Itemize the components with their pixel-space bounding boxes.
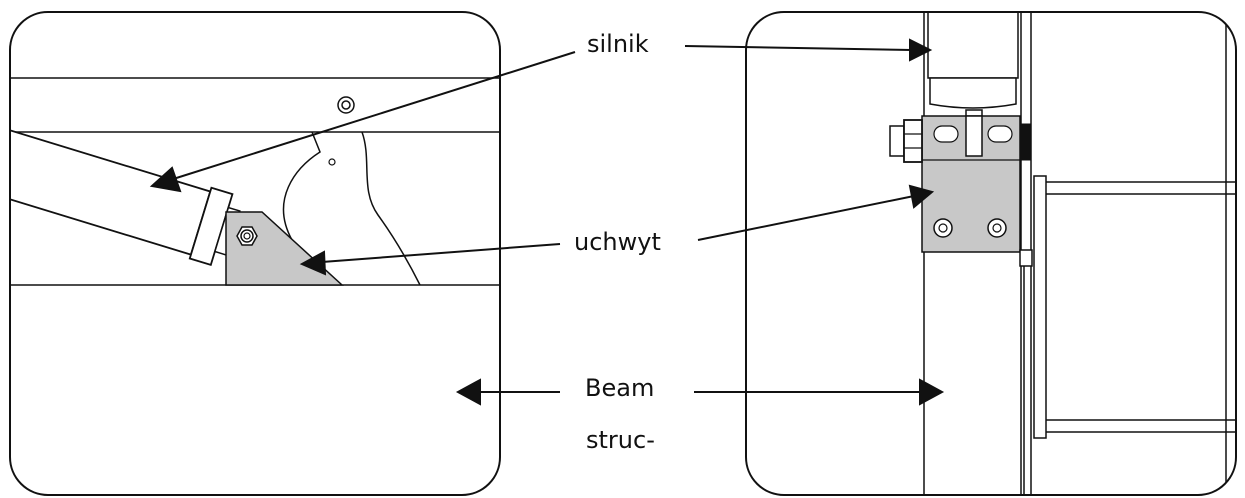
label-beam-line2: struc-	[586, 426, 655, 454]
label-bracket: uchwyt	[574, 228, 661, 256]
label-motor: silnik	[587, 30, 649, 58]
arrow-motor-left-head	[149, 166, 182, 193]
motor-body	[927, 12, 1019, 157]
arrow-motor-right-line	[684, 45, 913, 51]
plate-screw	[328, 158, 336, 166]
arrow-bracket-right-line	[697, 195, 915, 241]
left-panel	[10, 12, 500, 495]
top-bolt	[337, 96, 355, 114]
right-panel-frame	[745, 11, 1237, 496]
arrow-bracket-right-head	[908, 184, 935, 209]
leader-arrows	[149, 38, 945, 406]
left-panel-frame	[9, 11, 501, 496]
arrow-motor-right-head	[909, 38, 933, 62]
arrow-beam-right-head	[919, 378, 945, 406]
arrow-beam-left-head	[455, 378, 481, 406]
bracket-plate-front	[921, 115, 1021, 253]
curved-plate-right-edge	[361, 131, 421, 286]
side-bolt-right	[1019, 123, 1031, 161]
arrow-motor-left-line	[169, 51, 576, 181]
side-bolt-left	[889, 119, 923, 163]
arrow-bracket-left-line	[321, 243, 561, 263]
crossbeam	[1019, 175, 1236, 495]
arrow-bracket-left-head	[299, 250, 327, 276]
right-panel	[746, 12, 1236, 495]
bracket-nut	[236, 226, 258, 246]
label-beam-line1: Beam	[585, 374, 655, 402]
